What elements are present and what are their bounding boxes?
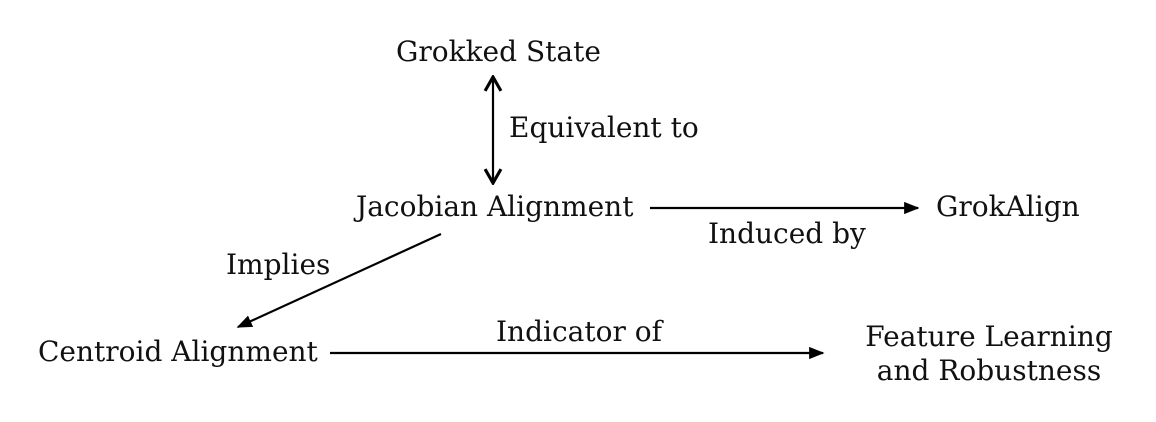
node-feature-learning-robustness: Feature Learning and Robustness — [865, 320, 1113, 388]
edge-label-induced-by: Induced by — [708, 217, 866, 250]
node-grokked-state: Grokked State — [396, 35, 601, 68]
edge-label-implies: Implies — [226, 248, 331, 281]
node-jacobian-alignment: Jacobian Alignment — [356, 190, 634, 223]
edge-label-indicator-of: Indicator of — [496, 315, 662, 348]
edge-label-equivalent-to: Equivalent to — [509, 111, 699, 144]
node-grokalign: GrokAlign — [936, 190, 1080, 223]
arrow-jacobian-centroid — [236, 232, 442, 329]
node-centroid-alignment: Centroid Alignment — [38, 335, 318, 368]
